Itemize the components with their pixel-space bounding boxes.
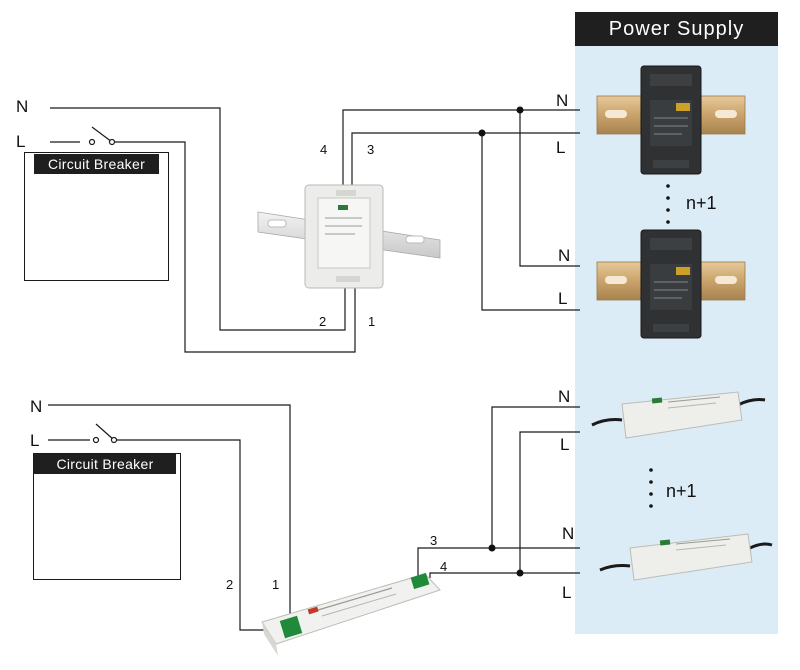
top-psu-2 — [596, 229, 746, 339]
bottom-terminal-3-label: 3 — [430, 533, 438, 548]
top-psu-1 — [596, 65, 746, 175]
junction-dot — [516, 106, 524, 114]
junction-dot — [516, 569, 524, 577]
bottom-output-n2-label: N — [562, 524, 575, 543]
top-switch-pivot — [88, 138, 96, 146]
top-out-l-wire — [351, 132, 580, 195]
bottom-left-n-label: N — [30, 397, 43, 416]
top-terminal-1-label: 1 — [368, 314, 376, 329]
top-l-wire-b — [112, 141, 356, 353]
bottom-psu-2 — [599, 533, 773, 581]
bottom-terminal-4-label: 4 — [440, 559, 448, 574]
junction-dot — [488, 544, 496, 552]
top-terminal-2-label: 2 — [319, 314, 327, 329]
top-left-n-label: N — [16, 97, 29, 116]
power-supply-header: Power Supply — [575, 12, 778, 46]
bottom-out-3-wire — [417, 547, 580, 578]
bottom-branch-l — [519, 431, 580, 573]
top-out-n-wire — [342, 109, 580, 195]
top-ellipsis-dots — [666, 184, 670, 224]
top-terminal-4-label: 4 — [320, 142, 328, 157]
top-output-l2-label: L — [558, 289, 568, 308]
bottom-ellipsis-dots — [649, 468, 653, 508]
bottom-left-l-label: L — [30, 431, 40, 450]
top-n-wire — [50, 107, 346, 331]
top-switch-contact — [108, 138, 116, 146]
bottom-terminal-1-label: 1 — [272, 577, 280, 592]
top-breaker-title: Circuit Breaker — [34, 154, 159, 174]
top-branch-l — [481, 133, 580, 311]
bottom-terminal-2-label: 2 — [226, 577, 234, 592]
bottom-wires — [48, 404, 580, 631]
bottom-output-l2-label: L — [562, 583, 572, 602]
bottom-out-4-wire — [429, 572, 580, 578]
bottom-led-driver — [261, 572, 441, 656]
bottom-output-n1-label: N — [558, 387, 571, 406]
bottom-n-wire — [48, 404, 291, 620]
bottom-switch-pivot — [92, 436, 100, 444]
bottom-breaker-box — [33, 453, 181, 580]
bottom-n-plus-1-label: n+1 — [666, 481, 697, 501]
top-branch-n — [519, 110, 580, 267]
top-output-n1-label: N — [556, 91, 569, 110]
bottom-output-l1-label: L — [560, 435, 570, 454]
bottom-switch-contact — [110, 436, 118, 444]
bottom-switch-lever — [95, 423, 115, 441]
junction-dot — [478, 129, 486, 137]
top-left-l-label: L — [16, 132, 26, 151]
bottom-branch-n — [491, 406, 580, 548]
bottom-l-wire-b — [114, 439, 268, 631]
top-center-module — [257, 184, 441, 289]
top-switch-lever — [91, 126, 113, 143]
top-output-n2-label: N — [558, 246, 571, 265]
top-output-l1-label: L — [556, 138, 566, 157]
bottom-psu-1 — [591, 391, 766, 439]
top-n-plus-1-label: n+1 — [686, 193, 717, 213]
top-terminal-3-label: 3 — [367, 142, 375, 157]
bottom-breaker-title: Circuit Breaker — [34, 454, 176, 474]
top-wires — [50, 107, 580, 353]
